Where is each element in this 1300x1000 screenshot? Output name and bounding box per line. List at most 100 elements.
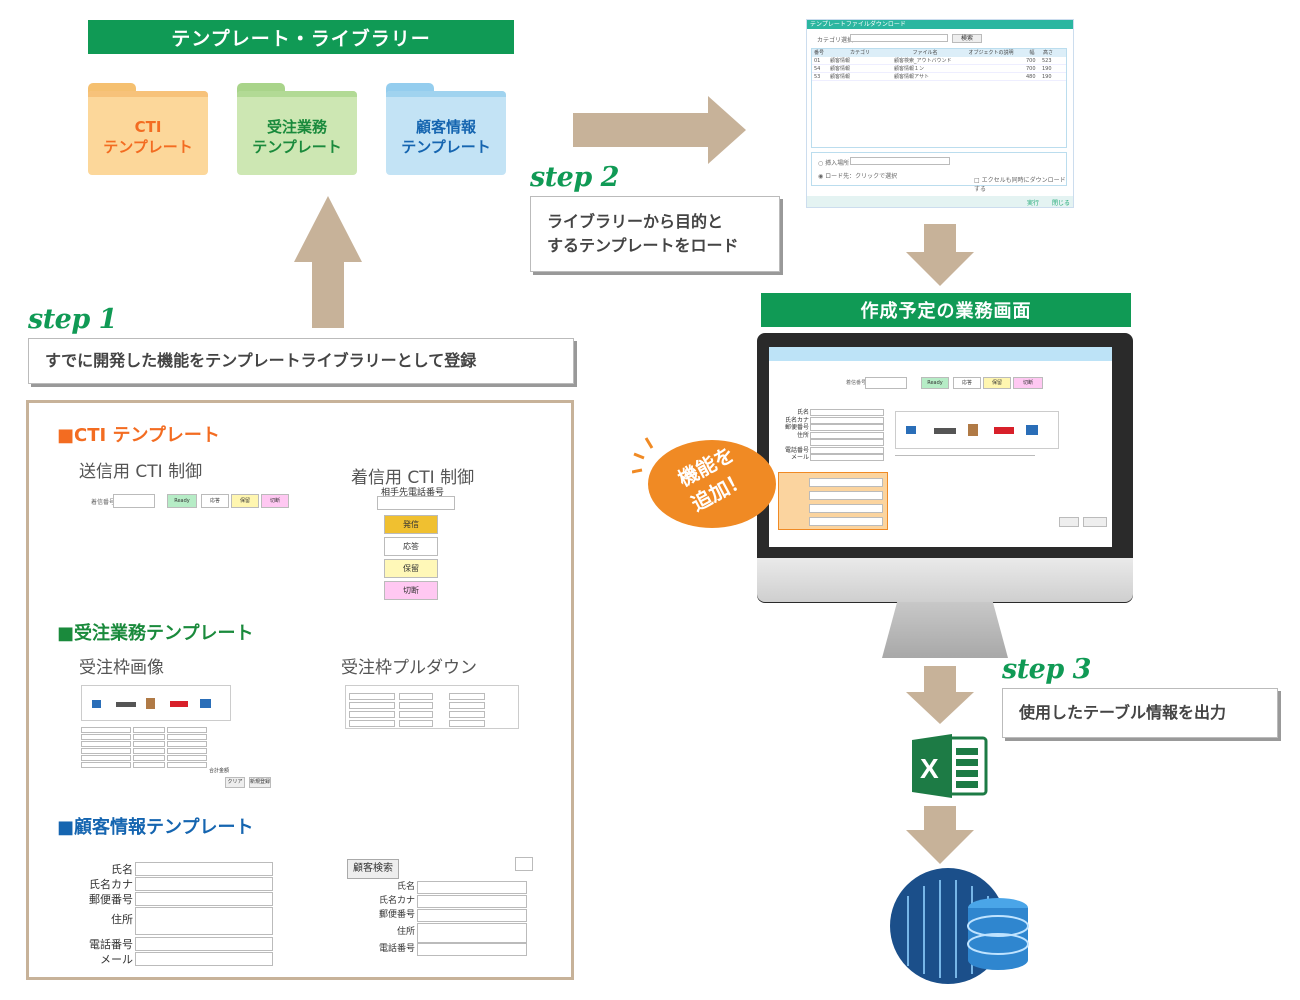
order-row-price[interactable]	[167, 748, 207, 754]
pull-row-qty[interactable]	[399, 693, 433, 700]
dialog-option1[interactable]: ○ 挿入場所	[818, 160, 850, 167]
pull-row-name[interactable]	[349, 693, 395, 700]
customer-field-input[interactable]	[135, 907, 273, 935]
folder-customer[interactable]: 顧客情報テンプレート	[386, 83, 506, 175]
sofa-icon	[116, 702, 136, 707]
customer-field-input[interactable]	[135, 892, 273, 906]
cti-button-1[interactable]: 応答	[384, 537, 438, 556]
cti-button-3[interactable]: 切断	[384, 581, 438, 600]
order-clear-button[interactable]: クリア	[225, 777, 245, 788]
pull-row-name[interactable]	[349, 720, 395, 727]
order-row-qty[interactable]	[133, 727, 165, 733]
dialog-run-button[interactable]: 実行	[1027, 200, 1040, 207]
cti-outgoing-label: 送信用 CTI 制御	[79, 462, 203, 482]
pull-row-qty[interactable]	[399, 702, 433, 709]
screen-field-input[interactable]	[810, 424, 884, 431]
order-row-qty[interactable]	[133, 762, 165, 768]
screen-phone-field[interactable]	[865, 377, 907, 389]
customer-field-input[interactable]	[135, 862, 273, 876]
screen-clear-button[interactable]	[1059, 517, 1079, 527]
cti-small-answer[interactable]: 応答	[201, 494, 229, 508]
screen-field-input[interactable]	[810, 416, 884, 424]
customer2-field-input[interactable]	[417, 909, 527, 922]
order-row-name[interactable]	[81, 741, 131, 747]
screen-field-label: 氏名カナ	[784, 416, 809, 424]
screen-field-input[interactable]	[810, 431, 884, 439]
cti-button-label: 切断	[403, 586, 419, 595]
screen-field-input[interactable]	[810, 446, 884, 454]
cti-small-ready[interactable]: Ready	[167, 494, 197, 508]
customer2-field-input[interactable]	[417, 923, 527, 943]
cti-phone-field[interactable]	[377, 496, 455, 510]
order-row-name[interactable]	[81, 748, 131, 754]
customer-field-input[interactable]	[135, 877, 273, 891]
burst-lines	[632, 437, 654, 474]
dialog-close-button[interactable]: 閉じる	[1052, 200, 1071, 207]
pull-row-price[interactable]	[449, 693, 485, 700]
dialog-search-button[interactable]: 検索	[952, 34, 982, 43]
pull-row-price[interactable]	[449, 702, 485, 709]
order-row-price[interactable]	[167, 741, 207, 747]
screen-answer-button[interactable]: 応答	[953, 377, 981, 389]
customer-field-input[interactable]	[135, 937, 273, 951]
order-row-price[interactable]	[167, 755, 207, 761]
added-field-1[interactable]	[809, 478, 883, 487]
cti-small-disconnect[interactable]: 切断	[261, 494, 289, 508]
added-field-3[interactable]	[809, 504, 883, 513]
screen-register-button[interactable]	[1083, 517, 1107, 527]
order-row-name[interactable]	[81, 755, 131, 761]
customer2-field-input[interactable]	[417, 943, 527, 956]
screen-ready-button[interactable]: Ready	[921, 377, 949, 389]
cti-small-hold[interactable]: 保留	[231, 494, 259, 508]
dialog-checkbox[interactable]: □ エクセルも同時にダウンロードする	[974, 177, 1066, 193]
dialog-cell: 顧客情報	[830, 66, 851, 72]
order-row-price[interactable]	[167, 727, 207, 733]
order-row-qty[interactable]	[133, 748, 165, 754]
screen-hold-button[interactable]: 保留	[983, 377, 1011, 389]
folder-cti-line1: CTI	[134, 118, 162, 136]
dialog-option1-select[interactable]	[850, 157, 950, 165]
customer2-field-input[interactable]	[417, 895, 527, 908]
customer-small-box[interactable]	[515, 857, 533, 871]
customer-field-input[interactable]	[135, 952, 273, 966]
dialog-cell: 523	[1042, 58, 1052, 64]
templates-panel: ■CTI テンプレート 送信用 CTI 制御 着信用 CTI 制御 着信番号 R…	[26, 400, 574, 980]
order-row-name[interactable]	[81, 734, 131, 740]
screen-field-input[interactable]	[810, 454, 884, 461]
screen-disconnect-button[interactable]: 切断	[1013, 377, 1043, 389]
screen-order-rows	[895, 455, 1035, 495]
order-row-price[interactable]	[167, 734, 207, 740]
customer2-field-input[interactable]	[417, 881, 527, 894]
customer-search-button[interactable]: 顧客検索	[347, 859, 399, 879]
cti-small-phone-field[interactable]	[113, 494, 155, 508]
pull-row-name[interactable]	[349, 702, 395, 709]
pull-row-qty[interactable]	[399, 711, 433, 718]
order-row-qty[interactable]	[133, 734, 165, 740]
screen-field-input[interactable]	[810, 409, 884, 416]
pull-row-price[interactable]	[449, 711, 485, 718]
cti-button-2[interactable]: 保留	[384, 559, 438, 578]
pull-row-name[interactable]	[349, 711, 395, 718]
added-field-2[interactable]	[809, 491, 883, 500]
order-row-qty[interactable]	[133, 741, 165, 747]
dialog-cell: 顧客情報	[830, 58, 851, 64]
order-row-name[interactable]	[81, 727, 131, 733]
order-clear-label: クリア	[227, 779, 243, 785]
added-field-4[interactable]	[809, 517, 883, 526]
dialog-category-select[interactable]	[850, 34, 948, 42]
screen-field-input[interactable]	[810, 439, 884, 446]
order-row-name[interactable]	[81, 762, 131, 768]
order-row-price[interactable]	[167, 762, 207, 768]
order-row-qty[interactable]	[133, 755, 165, 761]
order-register-button[interactable]: 新規登録	[249, 777, 271, 788]
folder-order[interactable]: 受注業務テンプレート	[237, 83, 357, 175]
pull-row-qty[interactable]	[399, 720, 433, 727]
dialog-option2[interactable]: ◉ ロード先：クリックで選択	[818, 173, 898, 180]
dialog-cell: 顧客情報	[830, 74, 851, 80]
pull-row-price[interactable]	[449, 720, 485, 727]
cti-button-0[interactable]: 発信	[384, 515, 438, 534]
